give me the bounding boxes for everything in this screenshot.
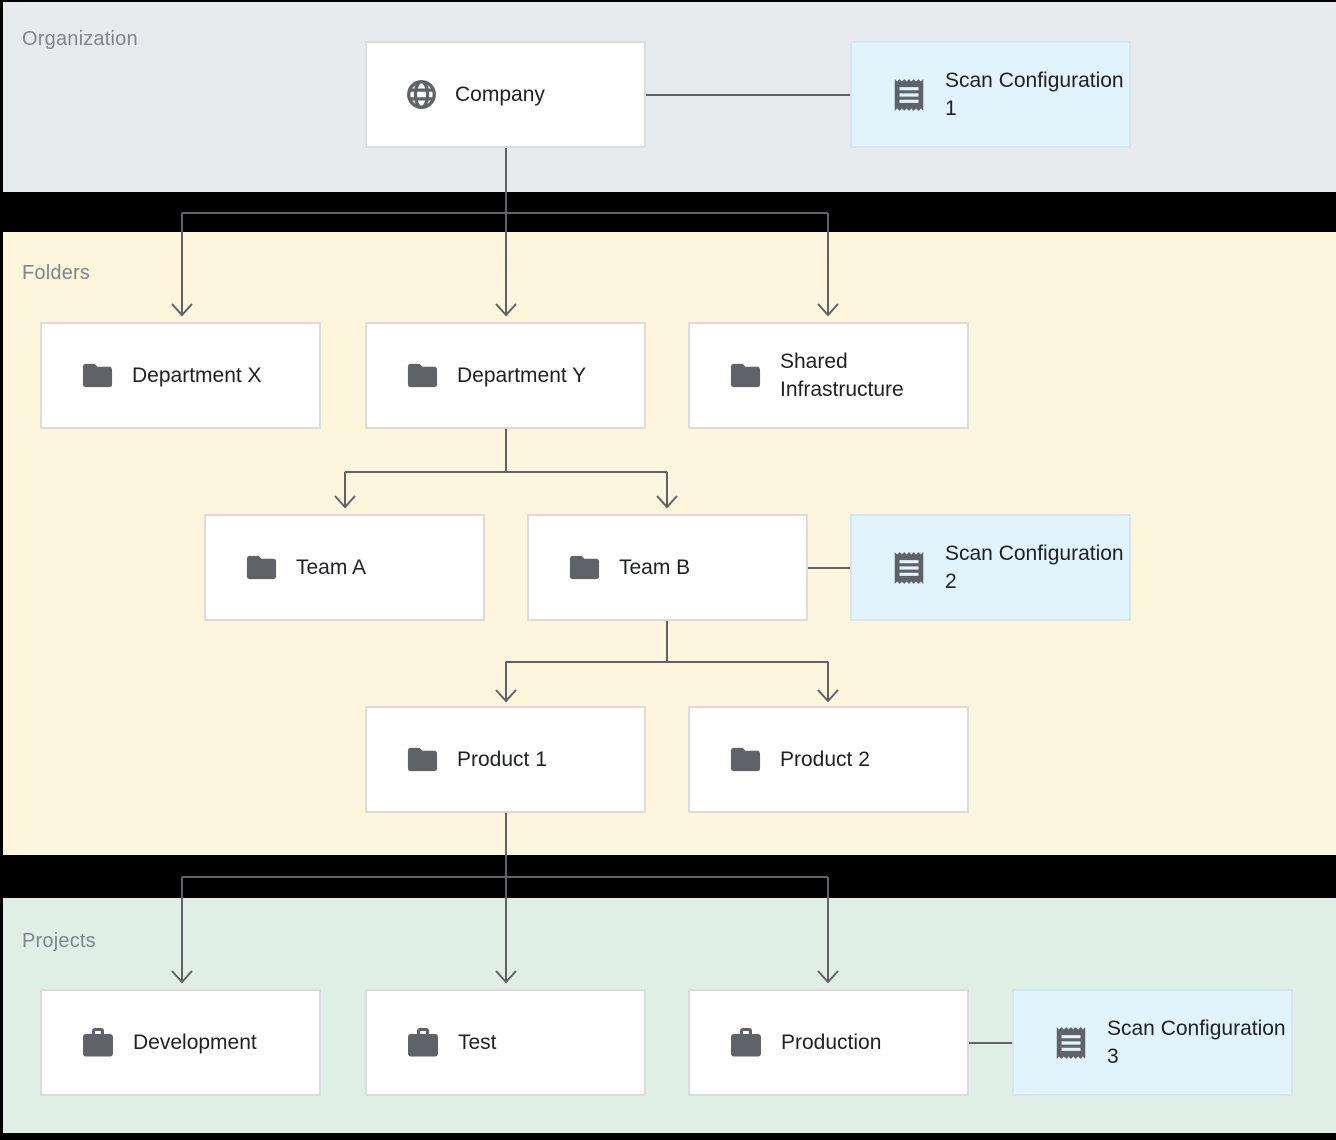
node-development: Development <box>40 989 321 1096</box>
node-label: Team A <box>296 555 367 579</box>
node-label: Product 1 <box>457 747 547 771</box>
globe-icon <box>407 80 436 109</box>
projects-band-label: Projects <box>22 930 96 952</box>
node-department-x: Department X <box>40 322 321 429</box>
node-product-1: Product 1 <box>365 706 646 813</box>
node-product-2: Product 2 <box>688 706 969 813</box>
node-label: Development <box>133 1030 257 1054</box>
node-production: Production <box>688 989 969 1096</box>
node-label: Team B <box>619 555 691 579</box>
node-company: Company <box>365 41 646 148</box>
folder-icon <box>569 555 600 580</box>
node-label: Shared Infrastructure <box>780 349 904 401</box>
node-label: Department X <box>132 363 262 387</box>
node-department-y: Department Y <box>365 322 646 429</box>
node-scan-configuration-2: Scan Configuration 2 <box>850 514 1131 621</box>
folder-icon <box>246 555 277 580</box>
folder-icon <box>730 363 761 388</box>
folder-icon <box>407 747 438 772</box>
node-label: Scan Configuration 1 <box>945 68 1124 120</box>
briefcase-icon <box>731 1027 761 1056</box>
node-label: Product 2 <box>780 747 870 771</box>
folder-icon <box>407 363 438 388</box>
node-label: Company <box>455 82 545 106</box>
node-scan-configuration-3: Scan Configuration 3 <box>1012 989 1293 1096</box>
node-label: Scan Configuration 3 <box>1107 1016 1286 1068</box>
node-label: Production <box>781 1030 882 1054</box>
briefcase-icon <box>83 1027 113 1056</box>
organization-band-label: Organization <box>22 28 138 50</box>
folder-icon <box>82 363 113 388</box>
folder-icon <box>730 747 761 772</box>
organization-band <box>3 2 1336 192</box>
receipt-icon <box>894 551 924 584</box>
node-test: Test <box>365 989 646 1096</box>
node-label: Scan Configuration 2 <box>945 541 1124 593</box>
node-label: Department Y <box>457 363 587 387</box>
receipt-icon <box>1056 1026 1086 1059</box>
node-scan-configuration-1: Scan Configuration 1 <box>850 41 1131 148</box>
node-team-b: Team B <box>527 514 808 621</box>
node-label: Test <box>458 1030 497 1054</box>
receipt-icon <box>894 78 924 111</box>
folders-band-label: Folders <box>22 262 91 284</box>
briefcase-icon <box>408 1027 438 1056</box>
node-team-a: Team A <box>204 514 485 621</box>
node-shared-infrastructure: Shared Infrastructure <box>688 322 969 429</box>
